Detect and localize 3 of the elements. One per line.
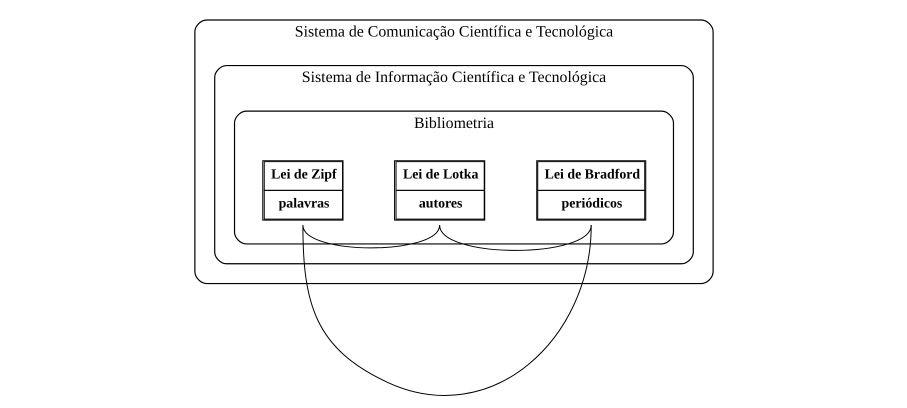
connector <box>302 224 592 396</box>
connector <box>438 224 592 251</box>
connector <box>302 224 440 248</box>
